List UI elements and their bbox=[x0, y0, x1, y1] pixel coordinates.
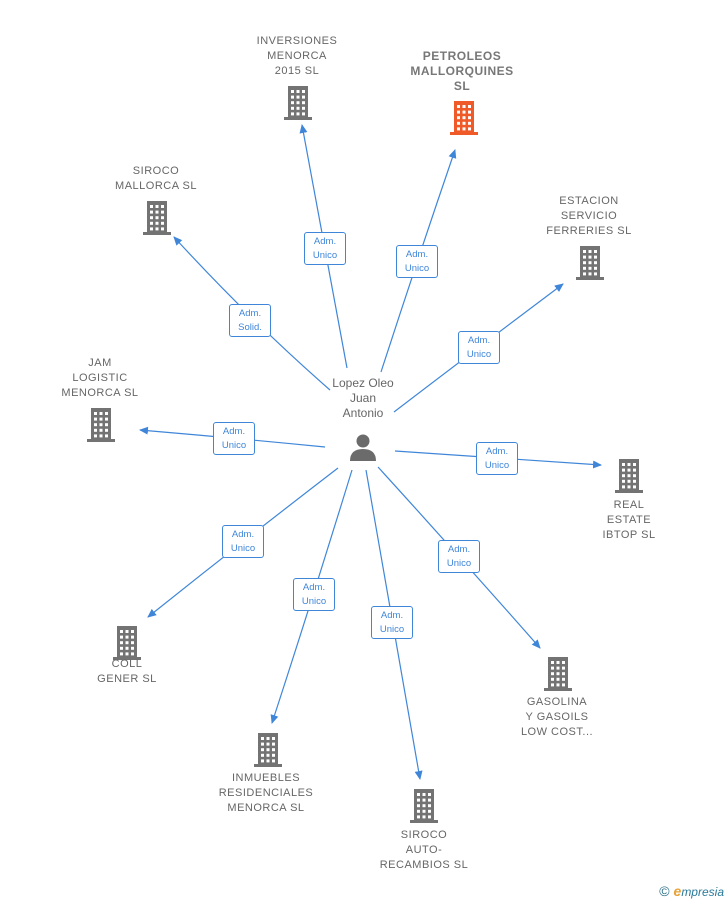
edge-label-siroco_auto[interactable]: Adm. Unico bbox=[371, 606, 413, 639]
building-icon[interactable] bbox=[612, 457, 646, 498]
company-label-estacion[interactable]: ESTACION SERVICIO FERRERIES SL bbox=[546, 195, 632, 237]
person-icon[interactable] bbox=[348, 432, 378, 467]
edge-label-inversiones[interactable]: Adm. Unico bbox=[304, 232, 346, 265]
edge-label-real_estate[interactable]: Adm. Unico bbox=[476, 442, 518, 475]
building-icon[interactable] bbox=[407, 787, 441, 828]
edge-label-petroleos[interactable]: Adm. Unico bbox=[396, 245, 438, 278]
copyright-icon: © bbox=[659, 883, 670, 899]
building-icon[interactable] bbox=[281, 84, 315, 125]
person-name[interactable]: Lopez Oleo Juan Antonio bbox=[332, 376, 394, 420]
brand-logo[interactable]: ©empresia bbox=[659, 883, 724, 899]
company-label-inmuebles[interactable]: INMUEBLES RESIDENCIALES MENORCA SL bbox=[218, 772, 314, 814]
edge-label-jam[interactable]: Adm. Unico bbox=[213, 422, 255, 455]
company-label-petroleos[interactable]: PETROLEOS MALLORQUINES SL bbox=[410, 49, 514, 93]
company-label-gasolina[interactable]: GASOLINA Y GASOILS LOW COST... bbox=[520, 696, 594, 738]
building-icon[interactable] bbox=[84, 406, 118, 447]
building-icon[interactable] bbox=[251, 731, 285, 772]
company-label-coll[interactable]: COLL GENER SL bbox=[97, 658, 157, 685]
building-icon[interactable] bbox=[447, 99, 481, 140]
edge-label-estacion[interactable]: Adm. Unico bbox=[458, 331, 500, 364]
company-label-inversiones[interactable]: INVERSIONES MENORCA 2015 SL bbox=[256, 35, 338, 77]
company-label-real_estate[interactable]: REAL ESTATE IBTOP SL bbox=[602, 499, 656, 541]
company-label-siroco_auto[interactable]: SIROCO AUTO- RECAMBIOS SL bbox=[379, 829, 469, 871]
edge-label-coll[interactable]: Adm. Unico bbox=[222, 525, 264, 558]
building-icon[interactable] bbox=[573, 244, 607, 285]
building-icon[interactable] bbox=[110, 624, 144, 665]
edge-label-inmuebles[interactable]: Adm. Unico bbox=[293, 578, 335, 611]
brand-name: mpresia bbox=[681, 885, 724, 899]
building-icon[interactable] bbox=[140, 199, 174, 240]
edge-label-siroco_mallorca[interactable]: Adm. Solid. bbox=[229, 304, 271, 337]
brand-initial: e bbox=[673, 883, 682, 899]
edge-label-gasolina[interactable]: Adm. Unico bbox=[438, 540, 480, 573]
company-label-jam[interactable]: JAM LOGISTIC MENORCA SL bbox=[61, 357, 139, 399]
building-icon[interactable] bbox=[541, 655, 575, 696]
company-label-siroco_mallorca[interactable]: SIROCO MALLORCA SL bbox=[115, 165, 197, 192]
